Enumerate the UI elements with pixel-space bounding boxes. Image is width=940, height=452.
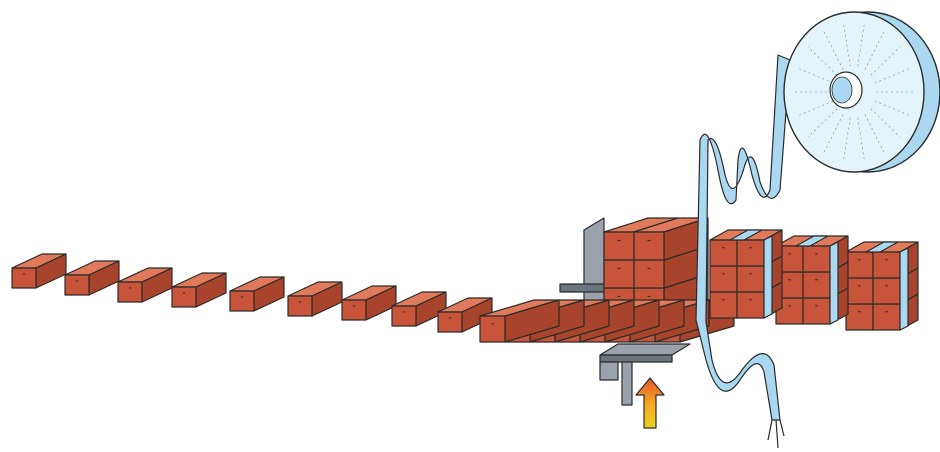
conveyor-bricks: [12, 254, 492, 332]
film-roll-icon: [784, 12, 940, 172]
brick-front: [230, 291, 254, 311]
conveyor-brick: [288, 282, 342, 316]
lift-table-edge: [600, 355, 672, 362]
brick-front: [288, 296, 312, 316]
brick-front: [118, 282, 142, 302]
brick-front: [803, 246, 830, 272]
brick-front: [737, 292, 764, 318]
brick-front: [846, 252, 873, 278]
pusher-plate: [560, 218, 604, 312]
brick-front: [873, 278, 900, 304]
bundle-film-side: [900, 248, 908, 330]
brick-front: [873, 304, 900, 330]
brick-front: [392, 306, 416, 326]
pusher-rod: [560, 284, 604, 292]
lift-table-top: [600, 344, 690, 355]
brick-front: [737, 266, 764, 292]
conveyor-brick: [12, 254, 66, 288]
lift-table-bracket: [600, 362, 618, 380]
conveyor-brick: [65, 261, 119, 295]
lift-table-post: [622, 362, 632, 405]
brick-front: [846, 304, 873, 330]
brick-front: [65, 275, 89, 295]
wrapped-bundle: [776, 236, 848, 324]
brick-front: [710, 240, 737, 266]
brick-front: [737, 240, 764, 266]
lift-arrow-icon: [636, 378, 664, 428]
lift-arrow-shape: [636, 378, 664, 428]
brick-front: [480, 316, 505, 342]
bundle-film-side: [830, 242, 838, 324]
brick-front: [634, 260, 664, 288]
brick-front: [710, 292, 737, 318]
bundle-film-side: [764, 236, 772, 318]
brick-front: [803, 298, 830, 324]
brick-front: [12, 268, 36, 288]
wrapped-bundle: [710, 230, 782, 318]
pusher-plate-face: [584, 218, 604, 312]
brick-front: [803, 272, 830, 298]
conveyor-brick: [172, 273, 226, 307]
wrapped-bundle: [846, 242, 918, 330]
brick-front: [634, 232, 664, 260]
brick-front: [710, 266, 737, 292]
brick-front: [438, 312, 462, 332]
brick-front: [604, 260, 634, 288]
film-torn-end: [768, 420, 784, 448]
conveyor-brick: [118, 268, 172, 302]
brick-front: [873, 252, 900, 278]
brick-front: [846, 278, 873, 304]
brick-front: [172, 287, 196, 307]
conveyor-brick: [230, 277, 284, 311]
conveyor-brick: [342, 286, 396, 320]
wrapped-bundles: [710, 230, 918, 330]
brick-front: [604, 232, 634, 260]
film-roll-core-inner: [832, 77, 852, 103]
brick-front: [342, 300, 366, 320]
